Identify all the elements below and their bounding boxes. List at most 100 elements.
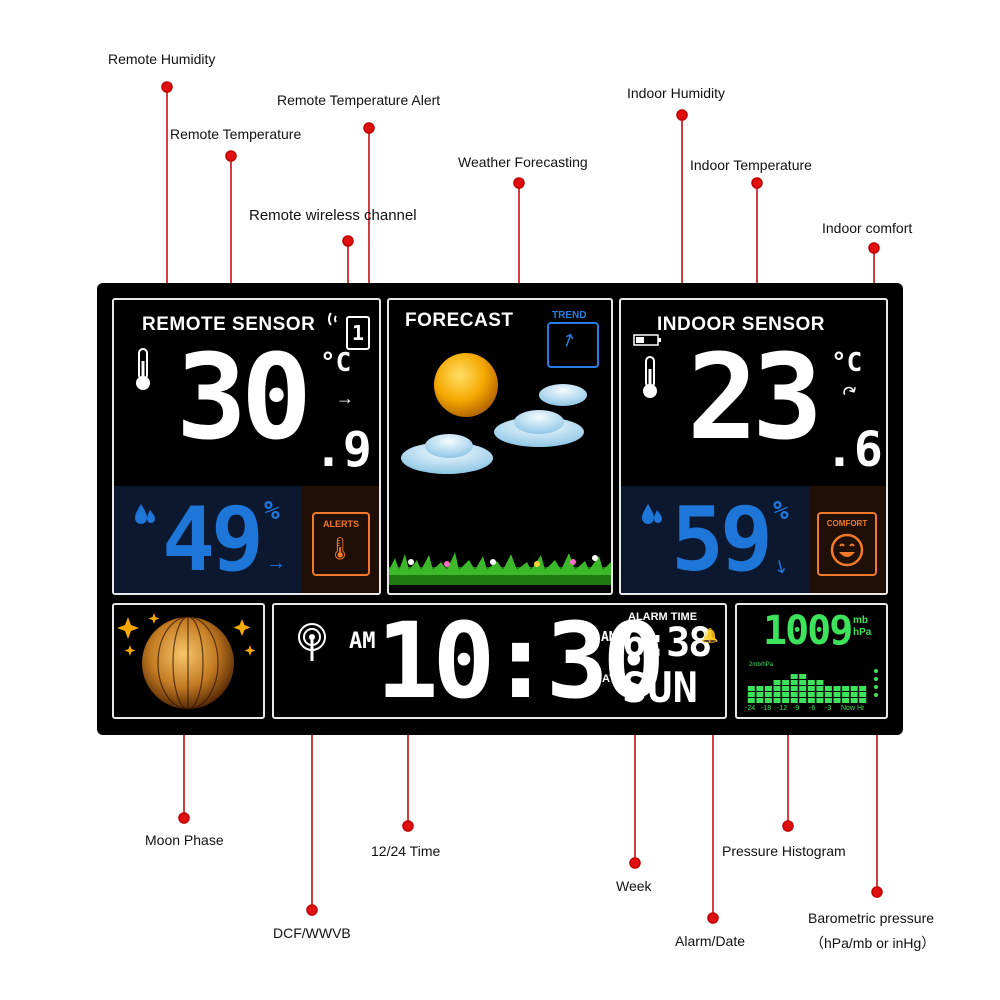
comfort-box: COMFORT <box>817 512 877 576</box>
humidity-drop-icon <box>135 504 155 524</box>
histogram-bar-segment <box>773 692 781 697</box>
histogram-scale-label: 2mb/hPa <box>749 662 774 668</box>
pressure-unit-hpa: hPa <box>853 627 872 638</box>
histogram-bar-segment <box>747 692 755 697</box>
histogram-bar-segment <box>790 674 798 679</box>
moon-phase-panel <box>112 603 265 719</box>
histogram-bar-segment <box>782 692 790 697</box>
histogram-bar-segment <box>799 692 807 697</box>
pressure-histogram-chart <box>747 674 867 703</box>
callout-indoor-humidity: Indoor Humidity <box>627 85 726 101</box>
histogram-bar-segment <box>833 692 841 697</box>
leader-dot-barometric <box>871 886 883 898</box>
histogram-axis-label: -6 <box>809 705 816 712</box>
leader-dot-moon-phase <box>178 812 190 824</box>
callout-barometric-units: （hPa/mb or inHg） <box>810 935 936 951</box>
histogram-bar-segment <box>790 686 798 691</box>
battery-icon <box>633 334 661 346</box>
trend-label: TREND <box>552 310 587 321</box>
alarm-time-value: 6:38 <box>622 620 712 666</box>
remote-temperature-decimal: .9 <box>314 422 372 478</box>
histogram-bar-segment <box>790 680 798 685</box>
indoor-humidity-band <box>621 486 809 593</box>
alerts-label: ALERTS <box>323 519 359 529</box>
grass-flowers-graphic <box>389 552 611 585</box>
day-label: DAY <box>594 673 617 685</box>
histogram-bar-segment <box>842 692 850 697</box>
radio-signal-tower-icon <box>298 623 326 661</box>
indoor-temperature-decimal: .6 <box>825 422 883 478</box>
wireless-signal-icon <box>328 309 346 334</box>
leader-dot-wireless-channel <box>342 235 354 247</box>
histogram-bar-segment <box>790 692 798 697</box>
callout-indoor-comfort: Indoor comfort <box>822 220 913 236</box>
histogram-bar-segment <box>756 698 764 703</box>
clock-time: 10:30 <box>376 603 665 719</box>
histogram-axis-label: -18 <box>761 705 772 712</box>
callout-pressure-histogram: Pressure Histogram <box>722 843 846 859</box>
callout-remote-temperature-alert: Remote Temperature Alert <box>277 92 441 108</box>
histogram-bar-segment <box>807 686 815 691</box>
histogram-bar-segment <box>773 680 781 685</box>
remote-sensor-panel: REMOTE SENSOR 1 30 .9 °C → 49 % → ALERTS… <box>112 298 381 595</box>
histogram-bar-segment <box>799 674 807 679</box>
histogram-bar-segment <box>764 686 772 691</box>
callout-remote-humidity: Remote Humidity <box>108 51 216 67</box>
leader-dot-alarm-date <box>707 912 719 924</box>
histogram-bar-segment <box>816 686 824 691</box>
indoor-humidity-value: 59 <box>671 488 773 591</box>
leader-dot-indoor-humidity <box>676 109 688 121</box>
histogram-bar-segment <box>782 698 790 703</box>
histogram-bar-segment <box>782 680 790 685</box>
smiley-face-icon <box>830 533 864 567</box>
barometric-pressure-value: 1009 <box>763 608 853 654</box>
histogram-bar-segment <box>764 692 772 697</box>
indoor-humidity-drop-icon <box>642 504 662 524</box>
callout-12-24-time: 12/24 Time <box>371 843 441 859</box>
day-of-week-value: SUN <box>622 663 698 712</box>
pressure-unit-mb: mb <box>853 615 868 626</box>
comfort-label: COMFORT <box>826 519 868 528</box>
callout-dcf-wwvb: DCF/WWVB <box>273 925 351 941</box>
leader-dot-dcf <box>306 904 318 916</box>
histogram-bar-segment <box>790 698 798 703</box>
histogram-bar-segment <box>782 686 790 691</box>
star-icons <box>117 613 256 656</box>
histogram-bar-segment <box>799 686 807 691</box>
thermometer-icon <box>136 348 150 390</box>
histogram-bar-segment <box>816 680 824 685</box>
histogram-bar-segment <box>816 698 824 703</box>
histogram-bar-segment <box>756 692 764 697</box>
histogram-axis-label: Hr <box>857 705 865 712</box>
leader-dot-indoor-temperature <box>751 177 763 189</box>
callout-indoor-temperature: Indoor Temperature <box>690 157 812 173</box>
indoor-temperature-trend-arrow: ↷ <box>838 379 862 405</box>
histogram-axis-label: -9 <box>793 705 800 712</box>
histogram-axis-label: -24 <box>745 705 756 712</box>
sun-icon <box>434 353 498 417</box>
callout-weather-forecasting: Weather Forecasting <box>458 154 588 170</box>
clock-am-indicator: AM <box>349 629 376 654</box>
leader-dot-weather-forecast <box>513 177 525 189</box>
moon-phase-icon <box>117 613 256 710</box>
histogram-bar-segment <box>850 698 858 703</box>
leader-dot-remote-temperature <box>225 150 237 162</box>
leader-dot-indoor-comfort <box>868 242 880 254</box>
callout-alarm-date: Alarm/Date <box>675 933 746 949</box>
histogram-bar-segment <box>807 680 815 685</box>
remote-humidity-trend-arrow: → <box>266 552 286 574</box>
indoor-temperature-unit: °C <box>831 348 863 378</box>
alarm-am-indicator: AM <box>601 630 617 645</box>
alarm-time-label: ALARM TIME <box>628 611 698 623</box>
histogram-bar-segment <box>773 698 781 703</box>
channel-indicator: 1 <box>346 316 370 350</box>
remote-sensor-title: REMOTE SENSOR <box>142 314 316 335</box>
indoor-humidity-unit: % <box>773 496 789 526</box>
pressure-trend-box: ↗ <box>547 322 599 368</box>
alarm-bell-icon: 🔔 <box>701 627 719 643</box>
histogram-bar-segment <box>747 698 755 703</box>
leader-dot-week <box>629 857 641 869</box>
remote-temperature-unit: °C <box>320 348 352 378</box>
histogram-bar-segment <box>747 686 755 691</box>
